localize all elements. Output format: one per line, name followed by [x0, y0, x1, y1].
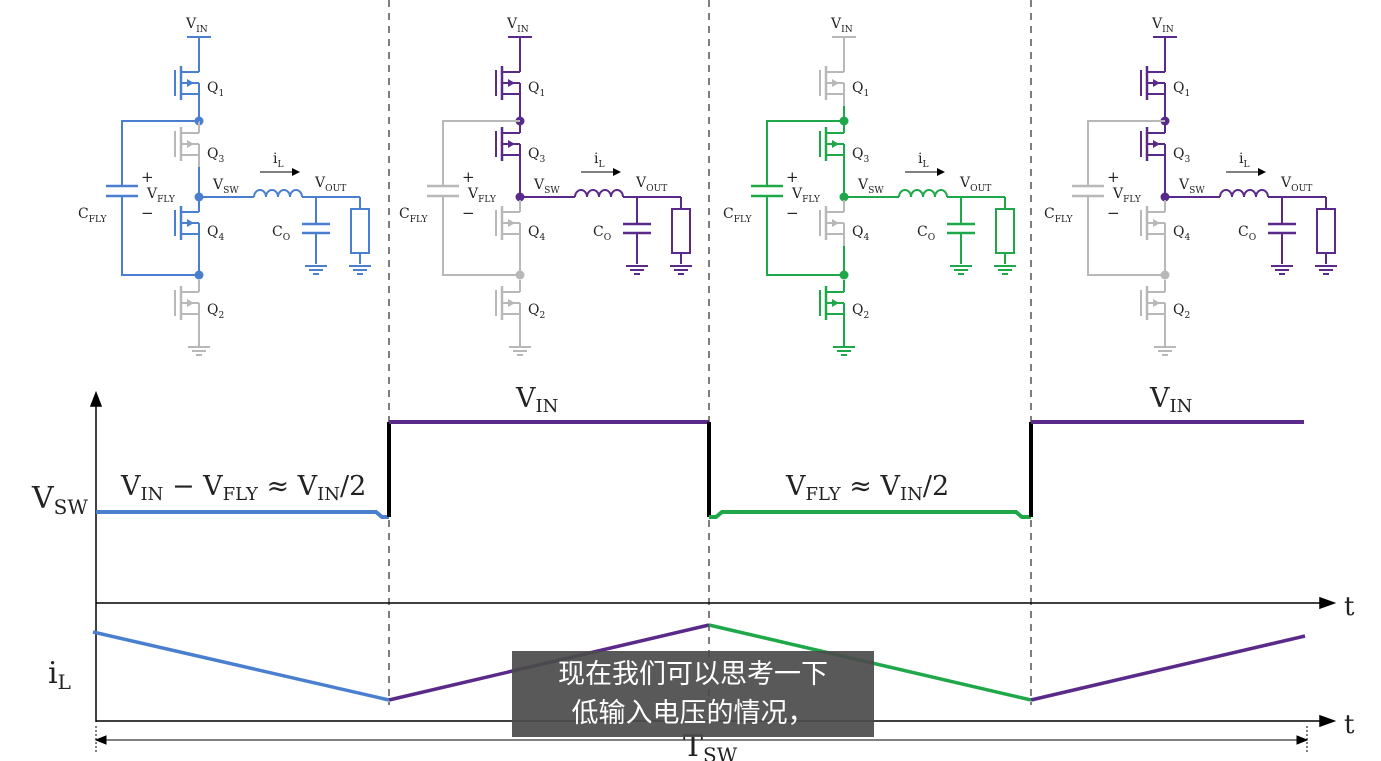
video-subtitle: 现在我们可以思考一下 低输入电压的情况， [512, 651, 874, 737]
vout-label: VOUT [1280, 175, 1312, 194]
vout-label: VOUT [635, 175, 667, 194]
vsw-label: VSW [212, 177, 239, 196]
plus-sign: + [462, 168, 475, 186]
vin-label: VIN [1151, 16, 1174, 35]
phase2-voltage-label: VIN [515, 383, 558, 417]
q1-label: Q1 [1173, 80, 1190, 99]
q3-label: Q3 [1173, 146, 1190, 165]
vin-label: VIN [185, 16, 208, 35]
co-label: CO [917, 224, 935, 243]
minus-sign: − [786, 204, 799, 222]
vfly-label: VFLY [467, 186, 497, 205]
t-label-upper: t [1344, 592, 1355, 622]
plus-sign: + [141, 168, 154, 186]
subtitle-line-1: 现在我们可以思考一下 [558, 659, 828, 690]
q1-label: Q1 [207, 80, 224, 99]
co-label: CO [272, 224, 290, 243]
q2-label: Q2 [528, 302, 545, 321]
q2-label: Q2 [852, 302, 869, 321]
vin-label: VIN [506, 16, 529, 35]
vfly-label: VFLY [791, 186, 821, 205]
q1-label: Q1 [528, 80, 545, 99]
minus-sign: − [462, 204, 475, 222]
co-label: CO [1238, 224, 1256, 243]
vin-label: VIN [830, 16, 853, 35]
cfly-label: CFLY [723, 206, 752, 225]
vsw-phase3 [709, 510, 1031, 519]
il-label: iL [1239, 151, 1250, 170]
il-phase1 [92, 630, 390, 702]
circuit-schematics: VINQ1Q3Q4Q2CFLY+VFLY−VSWiLVOUTCOVINQ1Q3Q… [78, 16, 1337, 356]
t-label-lower: t [1344, 710, 1355, 740]
il-label: iL [918, 151, 929, 170]
il-phase4 [1030, 634, 1306, 702]
vsw-phase1 [96, 510, 389, 519]
cfly-label: CFLY [1044, 206, 1073, 225]
minus-sign: − [1107, 204, 1120, 222]
vfly-label: VFLY [1112, 186, 1142, 205]
phase3-voltage-label: VFLY ≈ VIN/2 [785, 471, 949, 505]
q3-label: Q3 [852, 146, 869, 165]
q2-label: Q2 [207, 302, 224, 321]
phase4-voltage-label: VIN [1149, 383, 1192, 417]
vout-label: VOUT [314, 175, 346, 194]
q4-label: Q4 [1173, 224, 1190, 243]
cfly-label: CFLY [399, 206, 428, 225]
tsw-span [94, 726, 1309, 752]
il-label: iL [594, 151, 605, 170]
q4-label: Q4 [852, 224, 869, 243]
q3-label: Q3 [207, 146, 224, 165]
q4-label: Q4 [207, 224, 224, 243]
vfly-label: VFLY [146, 186, 176, 205]
tsw-label: TSW [683, 729, 738, 761]
cfly-label: CFLY [78, 206, 107, 225]
vsw-waveform [96, 420, 1304, 519]
waveform-plot: VSW iL t t TSW VIN − VFLY ≈ VIN/2 VIN VF… [31, 383, 1355, 761]
il-axis-label: iL [48, 656, 71, 694]
plus-sign: + [1107, 168, 1120, 186]
phase-dividers [388, 0, 1032, 705]
q2-label: Q2 [1173, 302, 1190, 321]
phase1-voltage-label: VIN − VFLY ≈ VIN/2 [120, 471, 366, 505]
vsw-label: VSW [533, 177, 560, 196]
vout-label: VOUT [959, 175, 991, 194]
plus-sign: + [786, 168, 799, 186]
minus-sign: − [141, 204, 154, 222]
q4-label: Q4 [528, 224, 545, 243]
vsw-label: VSW [857, 177, 884, 196]
il-label: iL [273, 151, 284, 170]
q3-label: Q3 [528, 146, 545, 165]
vsw-axis-label: VSW [31, 481, 88, 519]
vsw-label: VSW [1178, 177, 1205, 196]
subtitle-line-2: 低输入电压的情况， [571, 698, 815, 729]
co-label: CO [593, 224, 611, 243]
q1-label: Q1 [852, 80, 869, 99]
